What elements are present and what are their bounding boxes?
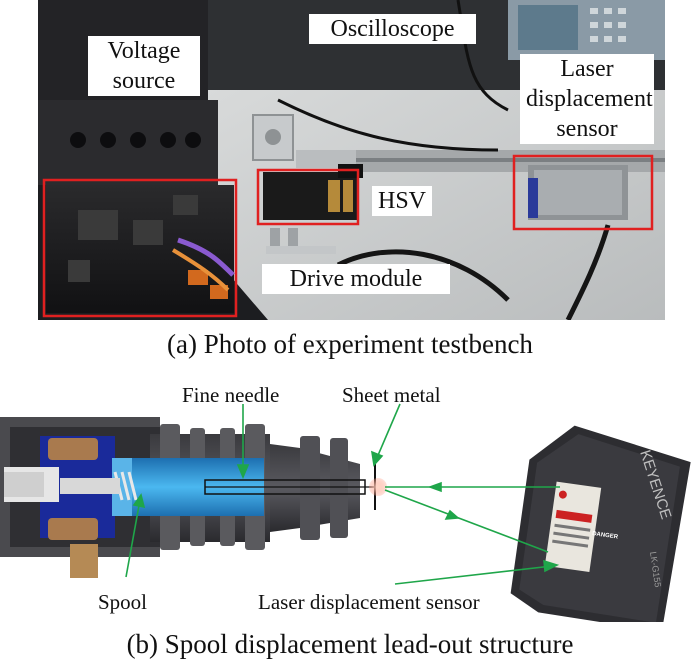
arrow-sheet-metal xyxy=(375,403,401,461)
spool-diagram: KEYENCE DANGER LK-G155 xyxy=(0,372,700,622)
label-sheet-metal: Sheet metal xyxy=(342,383,441,407)
arrow-spool xyxy=(125,499,141,578)
label-laser-sensor-diagram: Laser displacement sensor xyxy=(258,590,480,614)
label-fine-needle: Fine needle xyxy=(182,383,280,407)
caption-a: (a) Photo of experiment testbench xyxy=(167,329,533,359)
laser-sensor-device xyxy=(510,425,691,622)
laser-spot xyxy=(369,478,387,496)
caption-b: (b) Spool displacement lead-out structur… xyxy=(126,629,574,659)
danger-label: DANGER xyxy=(592,531,619,541)
label-voltage-source-text: Voltage source xyxy=(107,38,181,94)
laser-beam-bottom xyxy=(384,489,549,553)
label-oscilloscope: Oscilloscope xyxy=(309,14,476,44)
label-voltage-source: Voltage source xyxy=(88,36,200,96)
label-drive-module: Drive module xyxy=(262,264,450,294)
label-spool: Spool xyxy=(98,590,148,614)
sensor-model: LK-G155 xyxy=(648,551,663,588)
coil-top xyxy=(48,438,98,460)
testbench-photo xyxy=(38,0,665,320)
hsv-valve xyxy=(263,172,358,220)
highlight-drive-module xyxy=(42,178,238,318)
coil-bottom xyxy=(48,518,98,540)
circuit-board xyxy=(46,185,234,313)
highlight-laser-sensor xyxy=(512,154,654,231)
arrow-laser-sensor xyxy=(394,565,553,585)
label-laser-sensor-photo: Laser displacement sensor xyxy=(520,54,654,144)
spool-diagram-drawing: KEYENCE DANGER LK-G155 xyxy=(0,403,691,622)
label-hsv: HSV xyxy=(372,186,432,216)
highlight-hsv xyxy=(256,168,360,226)
testbench-photo-drawing xyxy=(38,0,665,320)
